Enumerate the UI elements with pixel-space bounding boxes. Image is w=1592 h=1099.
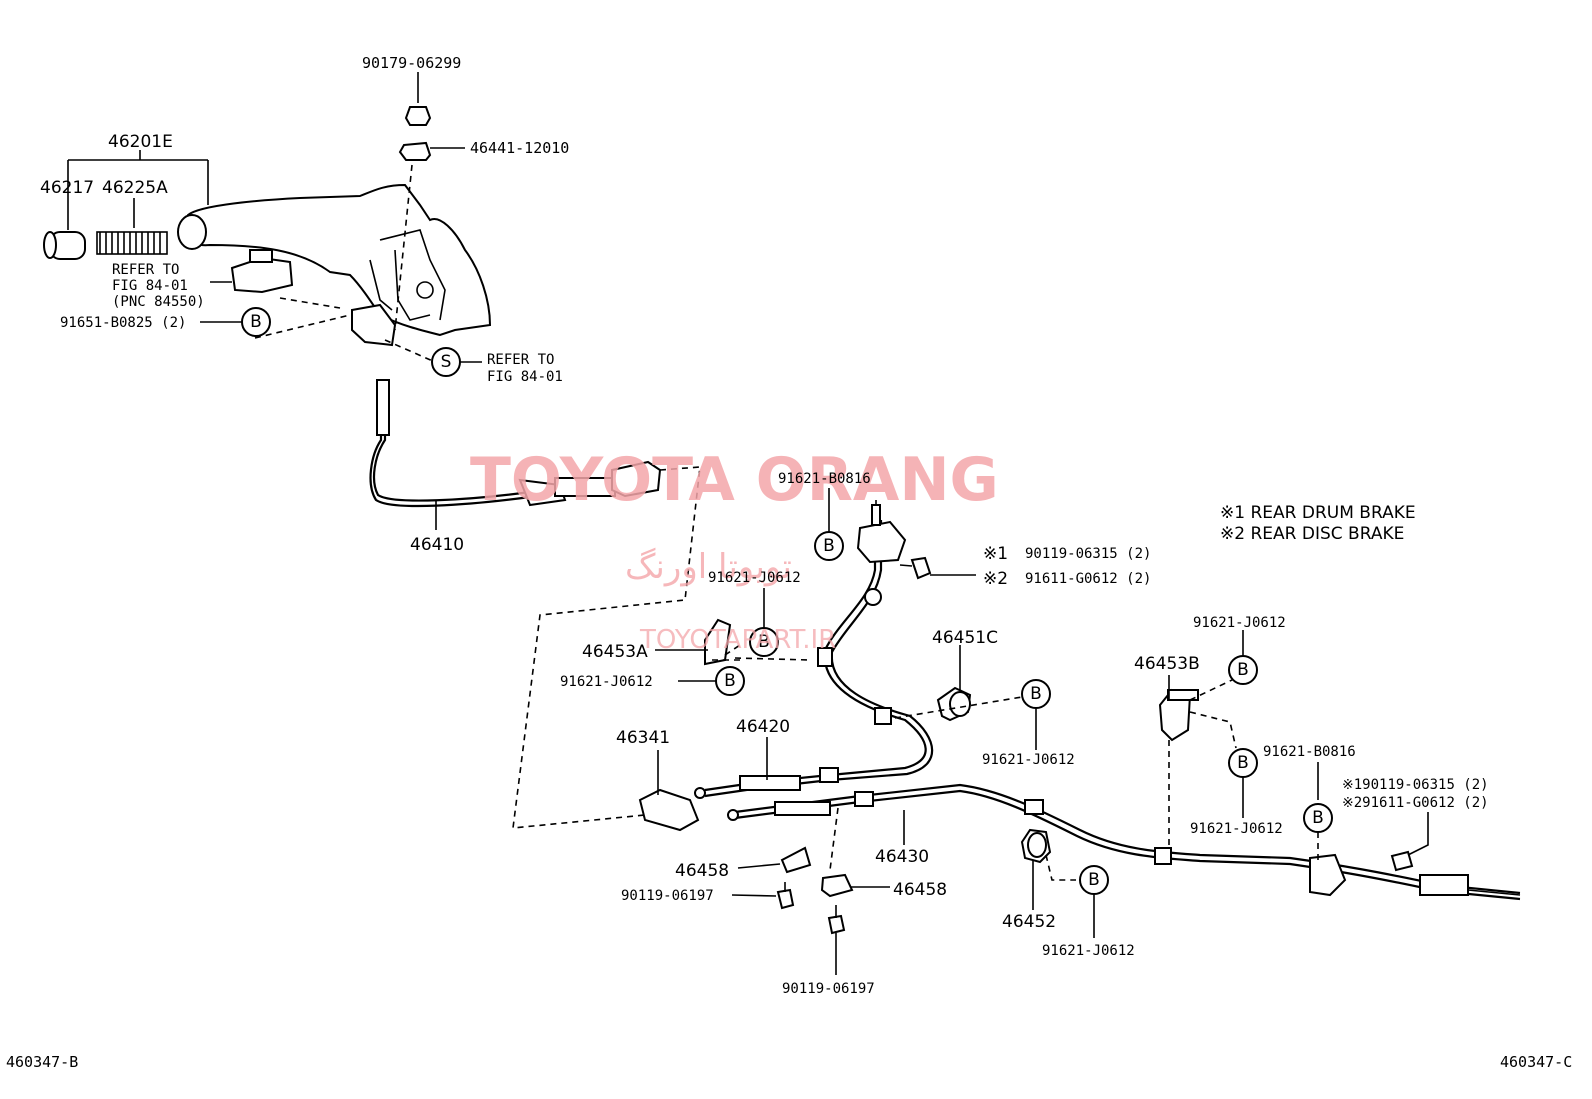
label-refer1-c: (PNC 84550) [112,294,205,310]
corner-code-right: 460347-C [1500,1053,1572,1071]
label-screw-bottom: 90119-06197 [782,981,875,997]
label-cable-rh: 46430 [875,847,929,867]
label-clamp-c: 46451C [932,628,998,648]
cable-46420 [694,500,934,799]
label-screw-left: 90119-06197 [621,888,714,904]
svg-text:B: B [724,671,736,691]
label-drum1-right: ※190119-06315 (2) [1342,777,1489,793]
label-bracket-b: 46453B [1134,654,1200,674]
callout-s: S [431,347,461,377]
clamp-46452 [1020,828,1052,864]
watermark-site: TOYOTAPART.IR [639,625,836,655]
screw-icon [776,850,1414,935]
svg-text:B: B [250,312,262,332]
label-clamp-452: 46452 [1002,912,1056,932]
label-bolt-b-lower: 91621-J0612 [1190,821,1283,837]
label-refer1-b: FIG 84-01 [112,278,188,294]
svg-text:B: B [1237,753,1249,773]
label-lever-assy: 46201E [108,132,173,152]
label-bolt-lever: 91651-B0825 (2) [60,315,186,331]
label-bracket-a: 46453A [582,642,648,662]
label-bolt-a1: 91621-J0612 [708,570,801,586]
parking-brake-lever [43,106,492,347]
label-bolt-c: 91621-J0612 [982,752,1075,768]
callout-b-a2: B [715,666,745,696]
svg-text:B: B [1312,808,1324,828]
label-refer2-b: FIG 84-01 [487,369,563,385]
watermark-farsi: تویوتا اورنگ [625,547,792,587]
label-bolt-top: 91621-B0816 [778,471,871,487]
svg-text:B: B [758,632,770,652]
callout-b-c: B [1021,679,1051,709]
label-drum1-mark: ※1 [983,544,1008,564]
corner-code-left: 460347-B [6,1053,78,1071]
label-nut-2: 46441-12010 [470,139,569,157]
callout-b-452: B [1079,865,1109,895]
svg-text:B: B [1088,870,1100,890]
label-drum1: 90119-06315 (2) [1025,546,1151,562]
label-nut-top: 90179-06299 [362,54,461,72]
callout-b-b-lower: B [1228,748,1258,778]
equalizer-46341 [638,788,700,832]
svg-text:B: B [823,536,835,556]
clip-icon [780,846,854,898]
label-grip: 46217 [40,178,94,198]
bracket-46453a [704,618,732,666]
label-front-cable: 46410 [410,535,464,555]
label-bolt-452: 91621-J0612 [1042,943,1135,959]
front-cable [369,379,662,508]
label-clip-right: 46458 [893,880,947,900]
label-disc2: 91611-G0612 (2) [1025,571,1151,587]
label-refer1-a: REFER TO [112,262,179,278]
spring-icon [96,231,168,255]
label-bolt-a2: 91621-J0612 [560,674,653,690]
label-disc2-mark: ※2 [983,569,1008,589]
nut-icon [398,106,432,161]
watermark-brand: TOYOTA ORANG [470,445,999,515]
legend-line-1: ※1 REAR DRUM BRAKE [1220,503,1416,523]
switch-icon [230,249,294,294]
label-bolt-right: 91621-B0816 [1263,744,1356,760]
callout-b-right: B [1303,803,1333,833]
callout-b-lever: B [241,307,271,337]
callout-b-a1: B [749,627,779,657]
label-bolt-b-top: 91621-J0612 [1193,615,1286,631]
label-cable-lh: 46420 [736,717,790,737]
label-disc2-right: ※291611-G0612 (2) [1342,795,1489,811]
label-refer2-a: REFER TO [487,352,554,368]
callout-b-b-top: B [1228,655,1258,685]
legend-line-2: ※2 REAR DISC BRAKE [1220,524,1404,544]
label-clip-left: 46458 [675,861,729,881]
callout-b-top: B [814,531,844,561]
bracket-46453b [1158,688,1199,742]
label-equalizer: 46341 [616,728,670,748]
cable-46430 [727,783,1521,901]
svg-text:B: B [1030,684,1042,704]
svg-text:B: B [1237,660,1249,680]
svg-text:S: S [441,352,452,372]
label-spring: 46225A [102,178,168,198]
clamp-46451c [936,686,972,722]
